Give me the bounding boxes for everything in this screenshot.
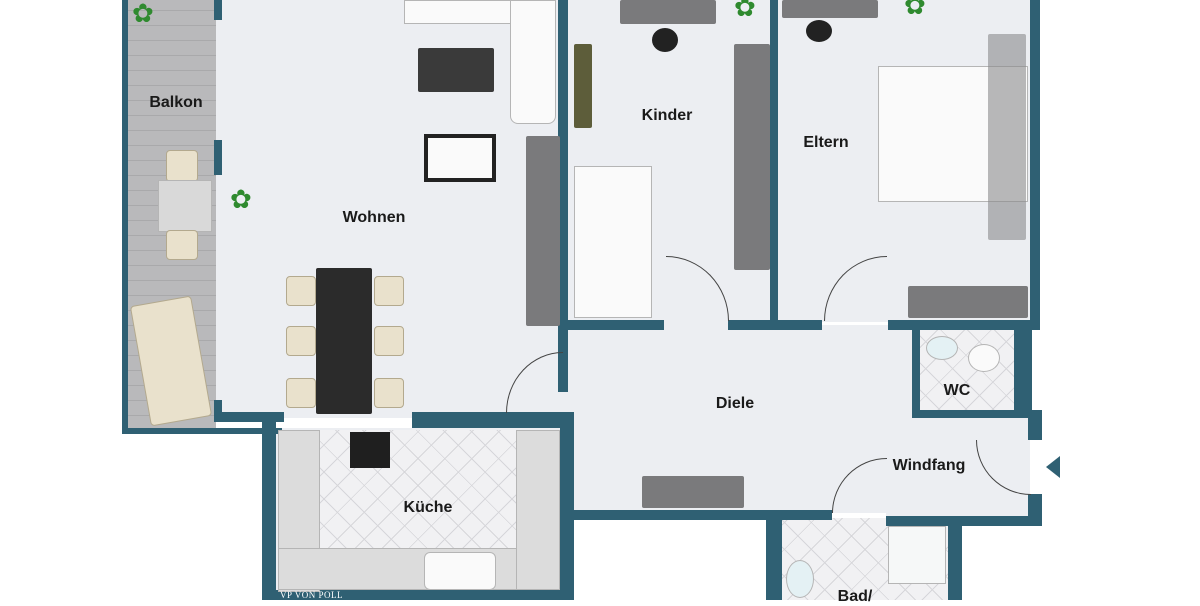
wall — [912, 410, 1032, 418]
wall — [1014, 325, 1032, 415]
wall — [270, 590, 572, 600]
wall — [122, 0, 128, 434]
wall — [728, 320, 822, 330]
wall — [1030, 0, 1040, 330]
room-label-wc: WC — [943, 382, 971, 399]
bed-frame — [988, 34, 1026, 240]
coffee-table — [418, 48, 494, 92]
room-label-diele: Diele — [715, 395, 755, 412]
plant-icon: ✿ — [904, 0, 926, 20]
wall — [1028, 410, 1042, 440]
wall — [262, 418, 276, 600]
wardrobe — [734, 44, 770, 270]
wall — [558, 0, 568, 392]
room-label-windfang: Windfang — [892, 457, 966, 474]
room-label-wohnen: Wohnen — [342, 209, 406, 226]
chair — [286, 326, 316, 356]
hall-cabinet — [642, 476, 744, 508]
entrance-arrow-icon — [1046, 456, 1060, 478]
wall — [560, 412, 574, 600]
wall — [770, 0, 778, 325]
plant-icon: ✿ — [132, 0, 154, 28]
wall — [214, 0, 222, 20]
chair — [286, 378, 316, 408]
room-label-bad: Bad/ — [837, 588, 873, 605]
balcony-chair — [166, 230, 198, 260]
cooktop — [350, 432, 390, 468]
room-label-eltern: Eltern — [803, 134, 849, 151]
wall — [214, 140, 222, 175]
wall — [888, 320, 1038, 330]
wall — [886, 516, 1042, 526]
plant-icon: ✿ — [230, 184, 252, 214]
room-label-kinder: Kinder — [641, 107, 693, 124]
chair — [374, 276, 404, 306]
chair — [374, 378, 404, 408]
chair — [286, 276, 316, 306]
room-label-kueche: Küche — [403, 499, 453, 516]
balcony-chair — [166, 150, 198, 182]
sink — [926, 336, 958, 360]
desk-chair — [806, 20, 832, 42]
kitchen-counter — [516, 430, 560, 590]
dresser — [908, 286, 1028, 318]
wardrobe — [526, 136, 560, 326]
kitchen-counter — [278, 548, 560, 590]
toilet — [968, 344, 1000, 372]
desk — [620, 0, 716, 24]
wall — [948, 520, 962, 600]
armchair — [424, 134, 496, 182]
wall — [412, 412, 574, 428]
wall — [214, 400, 222, 422]
balcony-table — [158, 180, 212, 232]
wall — [566, 510, 832, 520]
chair — [374, 326, 404, 356]
plant-icon: ✿ — [734, 0, 756, 22]
room-label-balkon: Balkon — [149, 94, 203, 111]
wall — [566, 320, 664, 330]
windfang-floor — [886, 418, 1030, 518]
wall — [214, 412, 284, 422]
bath-sink — [786, 560, 814, 598]
sofa — [510, 0, 556, 124]
logo: VP VON POLL — [280, 590, 344, 600]
wall — [912, 325, 920, 415]
dining-table — [316, 268, 372, 414]
wall — [766, 515, 782, 600]
desk-chair — [652, 28, 678, 52]
kids-bed — [574, 166, 652, 318]
desk — [782, 0, 878, 18]
shower — [888, 526, 946, 584]
kitchen-sink — [424, 552, 496, 590]
wall — [122, 428, 282, 434]
bookshelf — [574, 44, 592, 128]
logo-text: VON POLL — [294, 590, 344, 600]
